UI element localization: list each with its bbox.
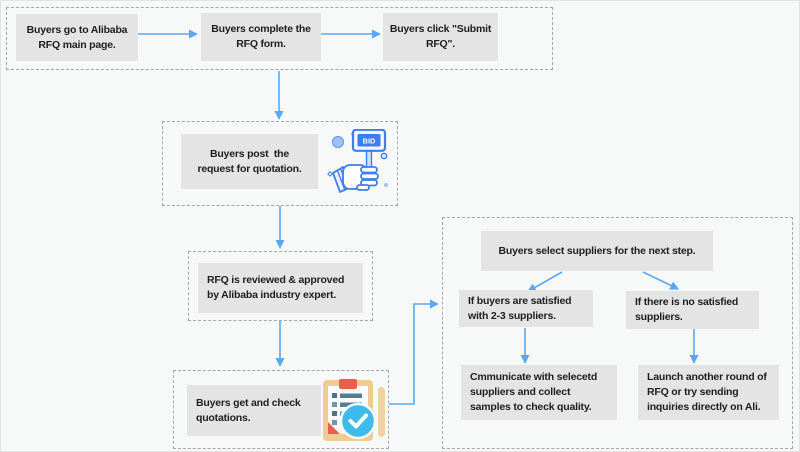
node-click-submit-rfq: Buyers click "Submit RFQ". [383, 13, 498, 61]
node-post-request: Buyers post the request for quotation. [181, 134, 318, 189]
group-supplier-selection [442, 217, 793, 449]
node-go-to-rfq-page: Buyers go to Alibaba RFQ main page. [16, 14, 138, 61]
group-quotations [173, 370, 389, 449]
node-branch-satisfied: If buyers are satisfied with 2-3 supplie… [459, 290, 593, 327]
group-post-request [162, 121, 398, 206]
node-action-communicate: Cmmunicate with selecetd suppliers and c… [461, 365, 617, 420]
node-complete-rfq-form: Buyers complete the RFQ form. [201, 13, 321, 61]
arrow-quotations-selection [389, 299, 439, 405]
node-select-suppliers: Buyers select suppliers for the next ste… [481, 231, 713, 271]
bid-sign-label: BID [363, 137, 377, 146]
node-branch-not-satisfied: If there is no satisfied suppliers. [626, 291, 759, 329]
bid-hand-icon: BID [327, 129, 388, 193]
group-submit-rfq [6, 7, 553, 70]
node-review: RFQ is reviewed & approved by Alibaba in… [198, 263, 363, 313]
group-review [188, 251, 373, 321]
clipboard-check-icon [323, 379, 385, 441]
node-get-quotations: Buyers get and check quotations. [187, 385, 321, 436]
node-action-relaunch: Launch another round of RFQ or try sendi… [638, 365, 779, 420]
